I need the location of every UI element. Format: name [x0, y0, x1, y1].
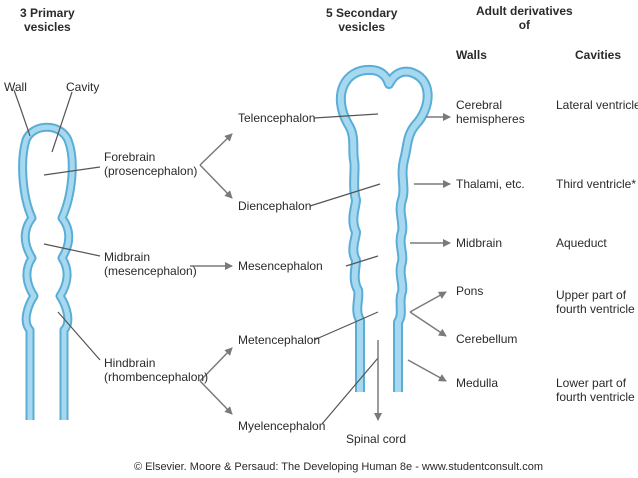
derivative-arrows	[407, 113, 451, 382]
label-wall: Wall	[4, 80, 27, 94]
label-spinal-cord: Spinal cord	[346, 432, 407, 446]
myelencephalon-leader	[321, 357, 379, 425]
primary-to-secondary-arrows	[190, 133, 233, 415]
header-adult-derivatives: Adult derivatives of	[476, 4, 573, 32]
arrow-to-pons	[409, 291, 447, 313]
wall-leader	[13, 89, 31, 137]
hindbrain-leader	[57, 311, 101, 361]
wall-cerebellum: Cerebellum	[456, 332, 518, 346]
arrow-to-cerebellum	[409, 311, 447, 337]
cavity-third-ventricle: Third ventricle*	[556, 177, 637, 191]
label-telencephalon: Telencephalon	[238, 111, 316, 125]
midbrain-leader	[43, 243, 101, 257]
cavity-aqueduct: Aqueduct	[556, 236, 607, 250]
arrow-forebrain-diencephalon	[199, 164, 233, 199]
wall-pons: Pons	[456, 284, 484, 298]
secondary-neural-tube	[335, 64, 433, 392]
arrow-to-medulla	[407, 359, 447, 382]
cavity-lower-fourth-ventricle: Lower part of fourth ventricle	[556, 376, 635, 404]
label-myelencephalon: Myelencephalon	[238, 419, 326, 433]
secondary-leader-lines	[309, 113, 381, 425]
metencephalon-leader	[313, 311, 379, 341]
label-hindbrain: Hindbrain (rhombencephalon)	[104, 356, 209, 384]
wall-midbrain: Midbrain	[456, 236, 503, 250]
arrow-hindbrain-metencephalon	[199, 347, 233, 382]
arrow-hindbrain-myelencephalon	[199, 380, 233, 415]
copyright-notice: © Elsevier. Moore & Persaud: The Develop…	[134, 461, 543, 473]
wall-cerebral-hemispheres: Cerebral hemispheres	[456, 98, 525, 126]
forebrain-leader	[43, 166, 101, 176]
label-metencephalon: Metencephalon	[238, 333, 321, 347]
telencephalon-leader	[313, 113, 379, 119]
cavity-lateral-ventricles: Lateral ventricles	[556, 98, 638, 112]
label-mesencephalon: Mesencephalon	[238, 259, 323, 273]
label-diencephalon: Diencephalon	[238, 199, 312, 213]
label-forebrain: Forebrain (prosencephalon)	[104, 150, 198, 178]
mesencephalon-leader	[345, 255, 379, 267]
primary-leader-lines	[13, 89, 101, 361]
header-primary-vesicles: 3 Primary vesicles	[20, 6, 75, 34]
diencephalon-leader	[309, 183, 381, 207]
header-secondary-vesicles: 5 Secondary vesicles	[326, 6, 398, 34]
arrow-forebrain-telencephalon	[199, 133, 233, 166]
wall-thalami: Thalami, etc.	[456, 177, 525, 191]
header-cavities: Cavities	[575, 48, 622, 62]
header-walls: Walls	[456, 48, 487, 62]
label-midbrain: Midbrain (mesencephalon)	[104, 250, 197, 278]
label-cavity: Cavity	[66, 80, 100, 94]
cavity-upper-fourth-ventricle: Upper part of fourth ventricle	[556, 288, 635, 316]
wall-medulla: Medulla	[456, 376, 499, 390]
primary-neural-tube	[18, 122, 77, 420]
cavity-leader	[51, 91, 73, 153]
